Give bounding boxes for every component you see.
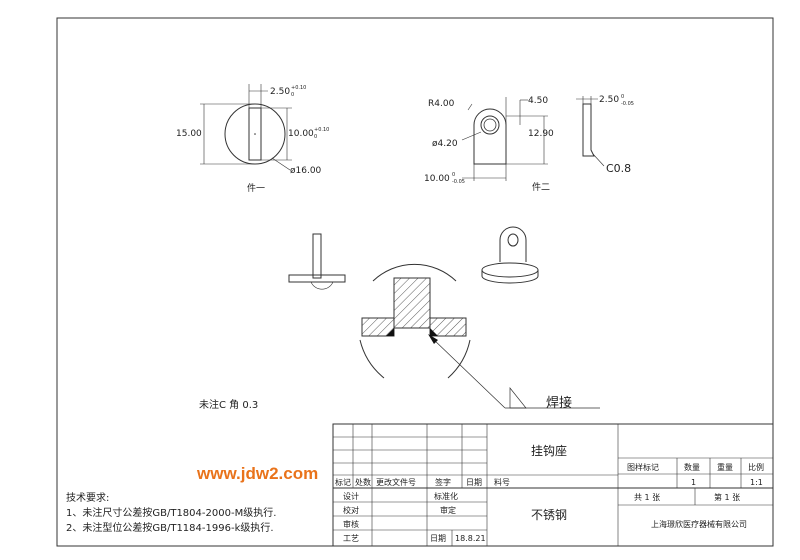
part2-dim-chamfer: C0.8 <box>606 162 631 175</box>
weld-symbol <box>509 387 527 409</box>
tb-rev-header-0: 标记 <box>335 477 351 487</box>
tb-rev-header-2: 更改文件号 <box>376 477 416 487</box>
part1-dim-slot-width: 2.50 <box>270 87 290 97</box>
part2-width-tol-lower: -0.05 <box>452 179 465 185</box>
part2-thk-tol-upper: 0 <box>621 94 624 100</box>
tech-req-title: 技术要求: <box>66 491 109 504</box>
weld-label: 焊接 <box>546 395 572 411</box>
tb-date-label: 日期 <box>430 534 446 543</box>
tb-quantity: 1 <box>691 478 696 487</box>
part1-tol-upper: +0.10 <box>291 85 306 91</box>
weld-bead-right <box>430 328 438 336</box>
part2-side-view <box>582 103 595 157</box>
part2-label: 件二 <box>532 181 550 193</box>
tech-req-item-2: 2、未注型位公差按GB/T1184-1996-k级执行. <box>66 521 274 534</box>
part2-width-tol-upper: 0 <box>452 172 455 178</box>
part2-dim-radius: R4.00 <box>428 99 455 109</box>
tb-rev-header-1: 处数 <box>355 477 371 487</box>
part1-label: 件一 <box>247 182 265 194</box>
part2-dim-hole: ø4.20 <box>432 139 458 149</box>
part1-dim-slot-depth: 10.00 <box>288 129 314 139</box>
tb-material: 不锈钢 <box>531 508 567 522</box>
chamfer-note: 未注C 角 0.3 <box>199 398 258 411</box>
tb-part-no-label: 料号 <box>494 477 510 487</box>
tb-scale: 1:1 <box>750 478 763 487</box>
part2-view: R4.00 4.50 12.90 ø4.20 10.00 0 -0.05 件二 … <box>424 94 634 193</box>
tb-sheet-no: 第 1 张 <box>714 492 740 502</box>
tb-process-label: 工艺 <box>343 534 359 543</box>
part1-tol-lower: 0 <box>291 92 294 98</box>
watermark: www.jdw2.com <box>196 464 318 483</box>
weld-detail: 焊接 <box>359 263 600 411</box>
part2-dim-offset: 4.50 <box>528 96 548 106</box>
tb-sheets-total: 共 1 张 <box>634 493 660 502</box>
assembly-part2-sketch <box>481 226 539 284</box>
tb-rev-header-4: 日期 <box>466 478 482 487</box>
tb-header-3: 比例 <box>748 462 764 472</box>
tech-req-item-1: 1、未注尺寸公差按GB/T1804-2000-M级执行. <box>66 506 276 519</box>
part1-depth-tol-upper: +0.10 <box>314 127 329 133</box>
part1-depth-tol-lower: 0 <box>314 134 317 140</box>
tb-part-name: 挂钩座 <box>531 443 567 458</box>
tb-check-label: 校对 <box>343 505 359 515</box>
tb-header-2: 重量 <box>717 462 733 472</box>
part2-dim-thickness: 2.50 <box>599 95 619 105</box>
weld-bead-left <box>386 328 394 336</box>
tb-review-label: 审定 <box>440 505 456 515</box>
part2-thk-tol-lower: -0.05 <box>621 101 634 107</box>
part1-dim-diameter: ø16.00 <box>290 166 322 176</box>
tb-header-0: 图样标记 <box>627 462 659 472</box>
tb-standardize-label: 标准化 <box>434 491 458 501</box>
tb-audit-label: 审核 <box>343 519 359 529</box>
tb-designer-label: 设计 <box>343 491 359 501</box>
part2-outline <box>473 108 507 165</box>
tb-date-value: 18.8.21 <box>455 534 486 543</box>
tb-header-1: 数量 <box>684 462 700 472</box>
tb-company: 上海璟欣医疗器械有限公司 <box>651 519 747 529</box>
assembly-part1-sketch <box>288 233 346 290</box>
part1-view: 2.50 +0.10 0 15.00 10.00 +0.10 0 ø16.00 … <box>176 84 329 194</box>
part2-dim-width: 10.00 <box>424 174 450 184</box>
title-block <box>332 423 774 547</box>
part2-dim-height: 12.90 <box>528 129 554 139</box>
part1-dim-height: 15.00 <box>176 129 202 139</box>
tb-rev-header-3: 签字 <box>435 477 451 487</box>
